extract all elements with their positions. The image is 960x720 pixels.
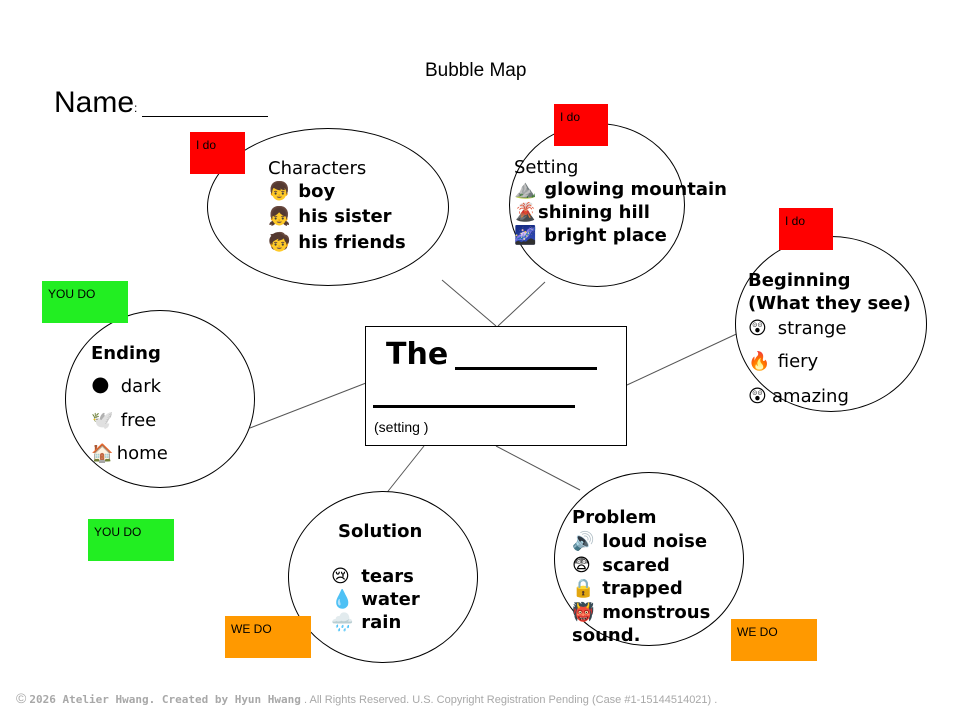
tag-characters: I do bbox=[190, 132, 245, 174]
house-icon: 🏠 bbox=[91, 443, 114, 464]
droplet-icon: 💧 bbox=[331, 589, 354, 610]
tag-solution: WE DO bbox=[225, 616, 311, 658]
crying-face-icon: 😢 bbox=[331, 566, 350, 587]
center-blank-line[interactable] bbox=[455, 367, 597, 370]
ending-bubble bbox=[65, 310, 255, 488]
mountain-icon: ⛰️ bbox=[514, 179, 537, 200]
setting-heading: Setting bbox=[514, 157, 579, 178]
astonished-face-icon: 😲 bbox=[748, 318, 767, 339]
speaker-icon: 🔊 bbox=[572, 531, 595, 552]
lock-icon: 🔒 bbox=[572, 578, 595, 599]
beginning-item: 😲 strange bbox=[748, 318, 847, 339]
beginning-item: 🔥 fiery bbox=[748, 351, 819, 372]
center-title: The bbox=[386, 337, 449, 372]
line-characters bbox=[441, 279, 497, 327]
characters-heading: Characters bbox=[268, 158, 367, 179]
ending-item: 🕊️ free bbox=[91, 410, 157, 431]
ogre-icon: 👹 bbox=[572, 602, 595, 623]
problem-item: 😨 scared bbox=[572, 555, 670, 576]
characters-item: 👦 boy bbox=[268, 181, 336, 202]
copyright-icon: © bbox=[16, 690, 27, 706]
name-label: Name: bbox=[54, 86, 138, 119]
beginning-bubble bbox=[735, 236, 927, 412]
footer-rights: . All Rights Reserved. U.S. Copyright Re… bbox=[303, 694, 718, 706]
dove-icon: 🕊️ bbox=[91, 410, 114, 431]
line-solution bbox=[384, 445, 425, 496]
characters-item: 👧 his sister bbox=[268, 206, 392, 227]
ending-item: 🏠 home bbox=[91, 443, 168, 464]
problem-item-tail: sound. bbox=[572, 625, 641, 646]
solution-item: 💧 water bbox=[331, 589, 420, 610]
beginning-item: 😲amazing bbox=[748, 386, 849, 407]
new-moon-icon: 🌑 bbox=[91, 376, 110, 397]
problem-bubble bbox=[554, 472, 744, 646]
tag-ending: YOU DO bbox=[42, 281, 128, 323]
line-setting bbox=[497, 281, 546, 327]
ending-heading: Ending bbox=[91, 343, 161, 364]
copyright-footer: © 2026 Atelier Hwang. Created by Hyun Hw… bbox=[16, 690, 717, 706]
tag-solution-you-do: YOU DO bbox=[88, 519, 174, 561]
problem-heading: Problem bbox=[572, 507, 657, 528]
child-icon: 🧒 bbox=[268, 232, 291, 253]
problem-item: 👹 monstrous bbox=[572, 602, 711, 623]
fire-icon: 🔥 bbox=[748, 351, 771, 372]
page-title: Bubble Map bbox=[425, 60, 527, 81]
boy-icon: 👦 bbox=[268, 181, 291, 202]
solution-heading: Solution bbox=[338, 521, 423, 542]
line-beginning bbox=[626, 329, 746, 386]
beginning-subheading: (What they see) bbox=[748, 293, 911, 314]
setting-item: 🌌 bright place bbox=[514, 225, 667, 246]
setting-item: ⛰️ glowing mountain bbox=[514, 179, 727, 200]
problem-item: 🔒 trapped bbox=[572, 578, 683, 599]
center-topic-box bbox=[365, 326, 627, 446]
line-ending bbox=[249, 382, 367, 429]
solution-item: 😢 tears bbox=[331, 566, 414, 587]
volcano-icon: 🌋 bbox=[514, 202, 537, 223]
line-problem bbox=[495, 445, 581, 491]
tag-beginning: I do bbox=[779, 208, 833, 250]
ending-item: 🌑 dark bbox=[91, 376, 162, 397]
galaxy-icon: 🌌 bbox=[514, 225, 537, 246]
solution-item: 🌧️ rain bbox=[331, 612, 402, 633]
characters-bubble bbox=[207, 128, 449, 286]
beginning-heading: Beginning bbox=[748, 270, 851, 291]
solution-bubble bbox=[288, 491, 478, 663]
center-blank-line[interactable] bbox=[373, 405, 575, 408]
characters-item: 🧒 his friends bbox=[268, 232, 406, 253]
rain-cloud-icon: 🌧️ bbox=[331, 612, 354, 633]
setting-item: 🌋shining hill bbox=[514, 202, 650, 223]
tag-setting: I do bbox=[554, 104, 608, 146]
astonished-face-icon: 😲 bbox=[748, 386, 767, 407]
footer-brand: 2026 Atelier Hwang. Created by Hyun Hwan… bbox=[29, 693, 301, 706]
girl-icon: 👧 bbox=[268, 206, 291, 227]
name-input-line[interactable] bbox=[142, 116, 268, 117]
problem-item: 🔊 loud noise bbox=[572, 531, 708, 552]
fearful-face-icon: 😨 bbox=[572, 555, 591, 576]
tag-problem: WE DO bbox=[731, 619, 817, 661]
center-subtitle: (setting ) bbox=[374, 419, 429, 435]
